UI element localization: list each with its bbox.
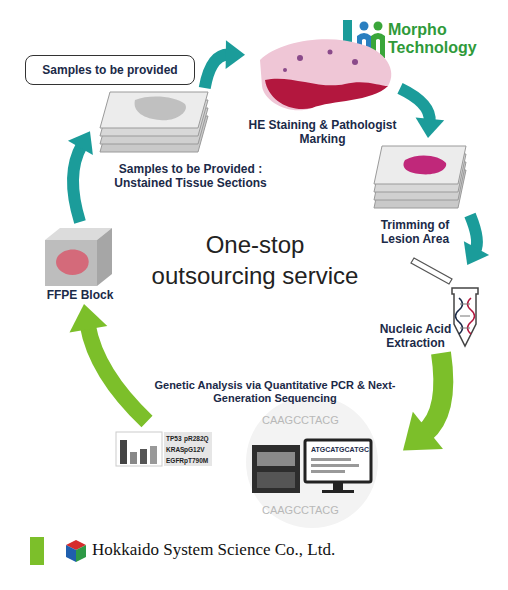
flow-arrow — [400, 88, 444, 138]
company-logo-text: Morpho Technology — [388, 21, 498, 56]
slide-stack — [374, 146, 466, 208]
process-step: FFPE Block — [40, 222, 120, 304]
sequencer-illustration — [246, 396, 378, 528]
mutation-name: pT790M — [184, 457, 208, 464]
flow-arrow — [464, 215, 489, 265]
he-tissue-image — [260, 39, 391, 110]
arrow-band — [205, 55, 229, 88]
process-step: Samples to be Provided : Unstained Tissu… — [90, 88, 275, 196]
gene-name: KRAS — [166, 446, 184, 453]
arrow-head — [226, 40, 245, 69]
arrow-head — [464, 241, 489, 265]
flow-arrow — [205, 40, 245, 88]
label-box: Samples to be provided — [25, 55, 195, 85]
flow-arrow — [70, 304, 147, 422]
sequence-watermark: CAAGCCTACG — [262, 504, 339, 516]
process-step: HE Staining & Pathologist Marking — [245, 38, 400, 150]
sequence-watermark: CAAGCCTACG — [262, 414, 339, 426]
process-step: Nucleic Acid Extraction — [378, 265, 483, 353]
screen-sequence: ATGCATGCATGC — [311, 446, 369, 454]
arrow-band — [88, 325, 147, 421]
process-step: Trimming of Lesion Area — [365, 138, 470, 248]
mutation-name: pG12V — [184, 446, 205, 453]
flow-arrow — [403, 353, 443, 451]
ffpe-block-illustration — [45, 228, 112, 286]
gene-name: EGFR — [166, 457, 184, 464]
hokkaido-logo-icon — [30, 537, 86, 565]
step-caption: Nucleic Acid Extraction — [378, 322, 453, 351]
gene-name: TP53 — [166, 435, 182, 442]
diagram-title: One-stop outsourcing service — [147, 229, 363, 291]
arrow-head — [68, 131, 93, 155]
box-text: Samples to be provided — [42, 63, 177, 77]
arrow-head — [403, 412, 443, 451]
step-caption: Genetic Analysis via Quantitative PCR & … — [147, 379, 403, 405]
arrow-band — [424, 353, 443, 433]
flow-arrow — [68, 131, 93, 222]
arrow-band — [73, 145, 82, 222]
slide-stack — [100, 92, 208, 152]
arrow-head — [70, 304, 108, 333]
arrow-head — [416, 117, 445, 138]
arrow-band — [400, 88, 430, 121]
step-caption: FFPE Block — [40, 288, 120, 302]
step-caption: Samples to be Provided : Unstained Tissu… — [108, 162, 273, 191]
step-caption: HE Staining & Pathologist Marking — [245, 118, 400, 147]
mutation-name: pR282Q — [184, 435, 209, 442]
step-caption: Trimming of Lesion Area — [370, 218, 460, 247]
company-name: Hokkaido System Science Co., Ltd. — [92, 541, 335, 560]
result-chart — [116, 432, 212, 466]
